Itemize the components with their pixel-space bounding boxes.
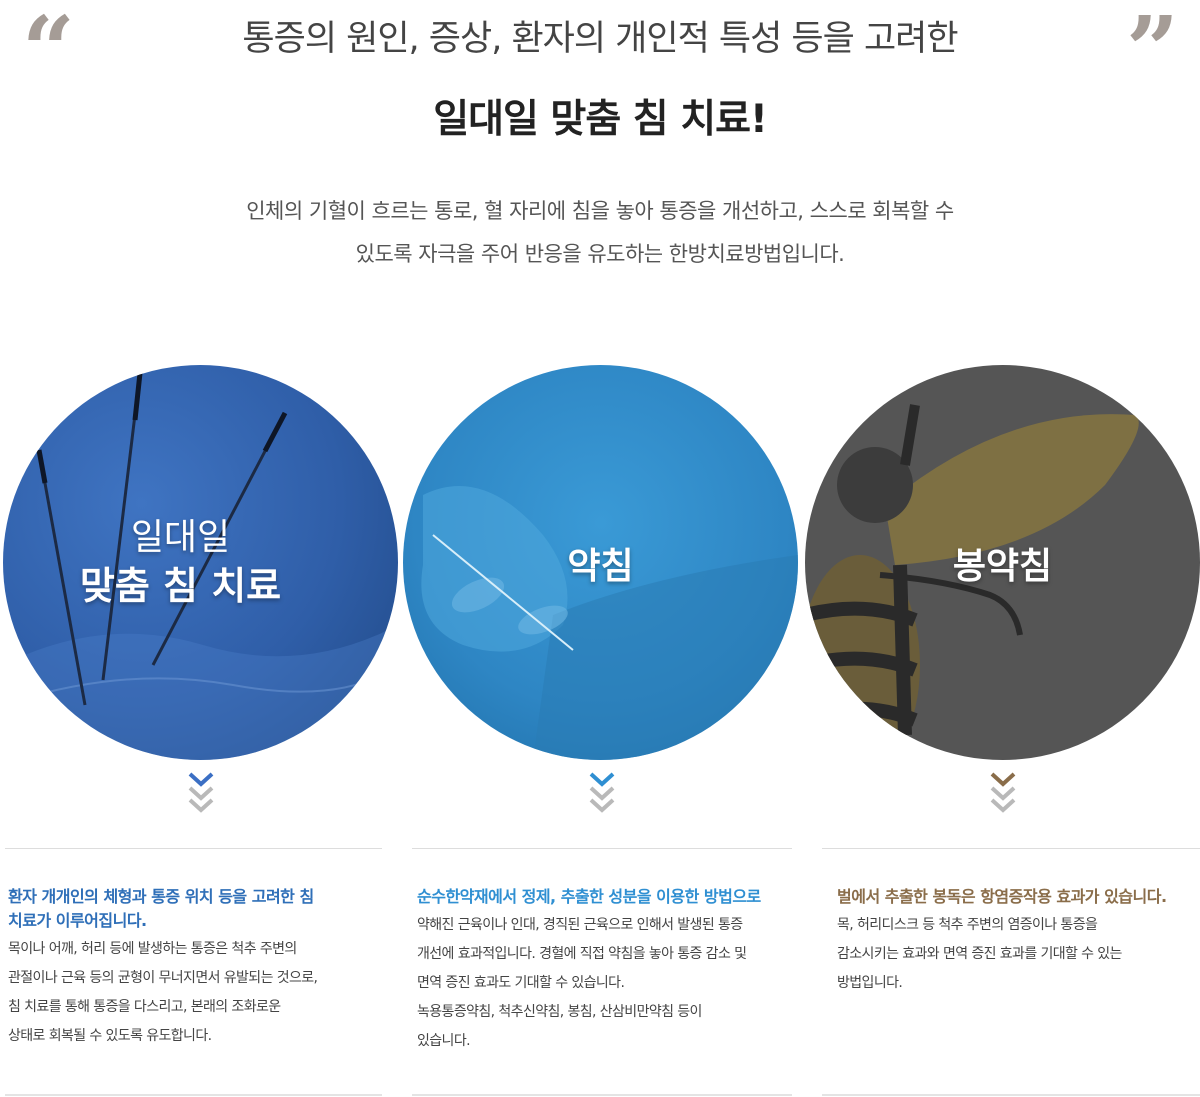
intro-line: 인체의 기혈이 흐르는 통로, 혈 자리에 침을 놓아 통증을 개선하고, 스스… [246, 199, 954, 223]
treatment-description-acupuncture: 환자 개개인의 체형과 통증 위치 등을 고려한 침 치료가 이루어집니다. 목… [8, 885, 378, 1051]
acupuncture-needles-icon [3, 372, 398, 760]
description-line: 감소시키는 효과와 면역 증진 효과를 기대할 수 있는 [837, 946, 1122, 962]
description-title: 환자 개개인의 체형과 통증 위치 등을 고려한 침 치료가 이루어집니다. [8, 885, 378, 933]
treatment-circle-acupuncture: 일대일 맞춤 침 치료 [3, 365, 398, 760]
intro-line: 있도록 자극을 주어 반응을 유도하는 한방치료방법입니다. [355, 242, 845, 266]
description-title: 순수한약재에서 정제, 추출한 성분을 이용한 방법으로 [417, 885, 792, 909]
headline-strong: 일대일 맞춤 침 치료! [433, 97, 768, 142]
circle-title: 봉약침 [952, 545, 1053, 587]
description-title-line: 환자 개개인의 체형과 통증 위치 등을 고려한 침 [8, 887, 314, 906]
description-line: 침 치료를 통해 통증을 다스리고, 본래의 조화로운 [8, 999, 281, 1015]
description-line: 있습니다. [417, 1033, 471, 1049]
circle-title: 약침 [567, 545, 634, 587]
description-title-line: 순수한약재에서 정제, 추출한 성분을 이용한 방법으로 [417, 887, 761, 906]
treatment-circle-bee: 봉약침 [805, 365, 1200, 760]
chevron-down-icon [589, 772, 615, 813]
chevron-down-icon [990, 772, 1016, 813]
divider [5, 1094, 382, 1096]
open-quote-icon: “ [22, 0, 75, 104]
treatment-circle-herbal: 약침 [403, 365, 798, 760]
intro-text: 인체의 기혈이 흐르는 통로, 혈 자리에 침을 놓아 통증을 개선하고, 스스… [0, 190, 1200, 276]
circle-title-line2: 맞춤 침 치료 [79, 563, 282, 608]
description-line: 약해진 근육이나 인대, 경직된 근육으로 인해서 발생된 통증 [417, 917, 743, 933]
hand-injection-icon [421, 486, 798, 760]
divider [5, 848, 382, 849]
divider [822, 848, 1200, 849]
description-body: 목이나 어깨, 허리 등에 발생하는 통증은 척추 주변의 관절이나 근육 등의… [8, 935, 378, 1051]
divider [412, 1094, 792, 1096]
description-line: 상태로 회복될 수 있도록 유도합니다. [8, 1028, 212, 1044]
headline: 통증의 원인, 증상, 환자의 개인적 특성 등을 고려한 [242, 19, 958, 59]
treatment-description-bee: 벌에서 추출한 봉독은 항염증작용 효과가 있습니다. 목, 허리디스크 등 척… [837, 885, 1197, 998]
circle-title-line1: 일대일 [130, 516, 231, 558]
description-line: 개선에 효과적입니다. 경혈에 직접 약침을 놓아 통증 감소 및 [417, 946, 747, 962]
close-quote-icon: ” [1126, 0, 1179, 104]
description-body: 목, 허리디스크 등 척추 주변의 염증이나 통증을 감소시키는 효과와 면역 … [837, 911, 1197, 998]
description-body: 약해진 근육이나 인대, 경직된 근육으로 인해서 발생된 통증 개선에 효과적… [417, 911, 792, 1056]
chevron-down-icon [188, 772, 214, 813]
divider [412, 848, 792, 849]
treatment-description-herbal: 순수한약재에서 정제, 추출한 성분을 이용한 방법으로 약해진 근육이나 인대… [417, 885, 792, 1056]
description-line: 관절이나 근육 등의 균형이 무너지면서 유발되는 것으로, [8, 970, 318, 986]
description-line: 목이나 어깨, 허리 등에 발생하는 통증은 척추 주변의 [8, 941, 297, 957]
description-title-line: 벌에서 추출한 봉독은 항염증작용 효과가 있습니다. [837, 887, 1167, 906]
divider [822, 1094, 1200, 1096]
description-title: 벌에서 추출한 봉독은 항염증작용 효과가 있습니다. [837, 885, 1197, 909]
description-line: 녹용통증약침, 척추신약침, 봉침, 산삼비만약침 등이 [417, 1004, 702, 1020]
description-line: 방법입니다. [837, 975, 903, 991]
description-line: 면역 증진 효과도 기대할 수 있습니다. [417, 975, 625, 991]
description-title-line: 치료가 이루어집니다. [8, 911, 147, 930]
bee-icon [805, 404, 1139, 760]
description-line: 목, 허리디스크 등 척추 주변의 염증이나 통증을 [837, 917, 1098, 933]
